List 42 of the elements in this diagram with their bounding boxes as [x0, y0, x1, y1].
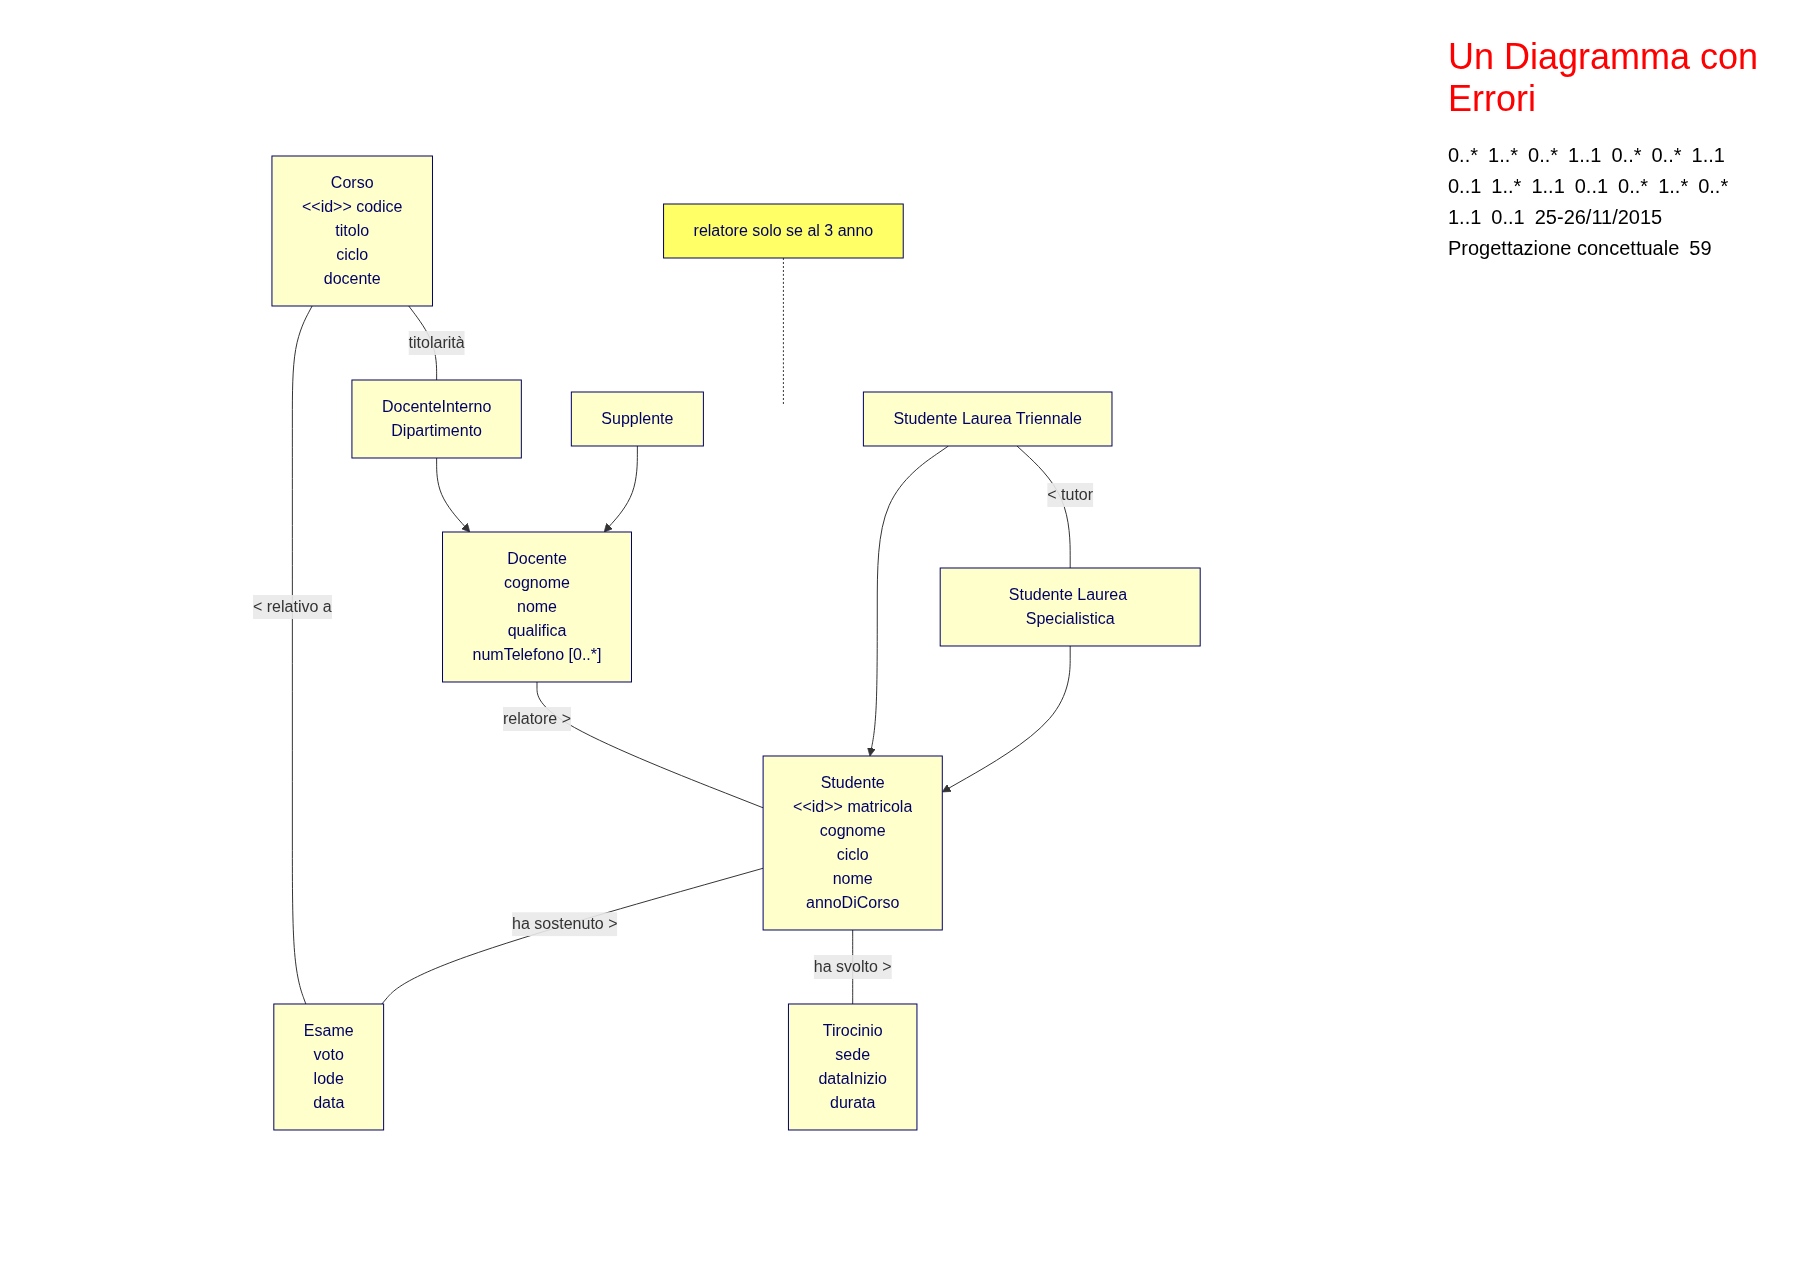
edge-label: < relativo a [253, 597, 333, 615]
connector [381, 867, 764, 1005]
multiplicity-label: 1..* [1658, 175, 1689, 198]
arrow [604, 445, 639, 533]
node-box: Studente Laurea Specialistica [940, 567, 1202, 647]
multiplicity-label: 0..* [1651, 144, 1682, 167]
node-box: Studente Laurea Triennale [863, 391, 1113, 447]
multiplicity-label: 0..* [1528, 144, 1559, 167]
multiplicity-label: 0..* [1448, 144, 1479, 167]
multiplicity-label: 59 [1689, 237, 1712, 260]
node-box: Supplente [571, 391, 705, 447]
edge-label: ha svolto > [814, 957, 893, 975]
multiplicity-label: 1..* [1491, 175, 1522, 198]
node-box: Corso <<id>> codice titolo ciclo docente [271, 155, 434, 307]
multiplicity-label: 25-26/11/2015 [1534, 206, 1663, 229]
node-box: Tirocinio sede dataInizio durata [788, 1003, 918, 1131]
multiplicity-label: 0..1 [1574, 175, 1609, 198]
edge-label: ha sostenuto > [512, 915, 618, 933]
multiplicity-label: 1..1 [1568, 144, 1602, 167]
node-box: relatore solo se al 3 anno [663, 203, 905, 259]
node-box: DocenteInterno Dipartimento [351, 379, 523, 459]
multiplicity-label: 0..* [1618, 175, 1649, 198]
multiplicity-label: 1..1 [1531, 175, 1565, 198]
multiplicity-label: 1..1 [1691, 144, 1725, 167]
arrow [436, 457, 471, 533]
multiplicity-label: 0..1 [1448, 175, 1482, 198]
multiplicity-label: Progettazione concettuale [1448, 237, 1680, 260]
multiplicity-label: 0..* [1698, 175, 1729, 198]
multiplicity-label: 1..1 [1448, 206, 1482, 229]
node-box: Esame voto lode data [273, 1003, 385, 1131]
edge-label: relatore > [503, 709, 572, 727]
edge-label: < tutor [1047, 485, 1094, 503]
node-box: Studente <<id>> matricola cognome ciclo nome annoDiCorso [763, 755, 944, 931]
edge-label: titolarità [409, 334, 466, 351]
multiplicity-label: 1..* [1488, 144, 1519, 167]
multiplicity-label: 0..1 [1491, 206, 1525, 229]
node-box: Docente cognome nome qualifica numTelefono [0..*] [442, 531, 633, 683]
multiplicity-label: 0..* [1611, 144, 1642, 167]
diagram-caption: Un Diagramma con Errori [1448, 36, 1760, 120]
connector [292, 305, 314, 1005]
arrow [942, 645, 1072, 793]
connector [536, 681, 764, 809]
